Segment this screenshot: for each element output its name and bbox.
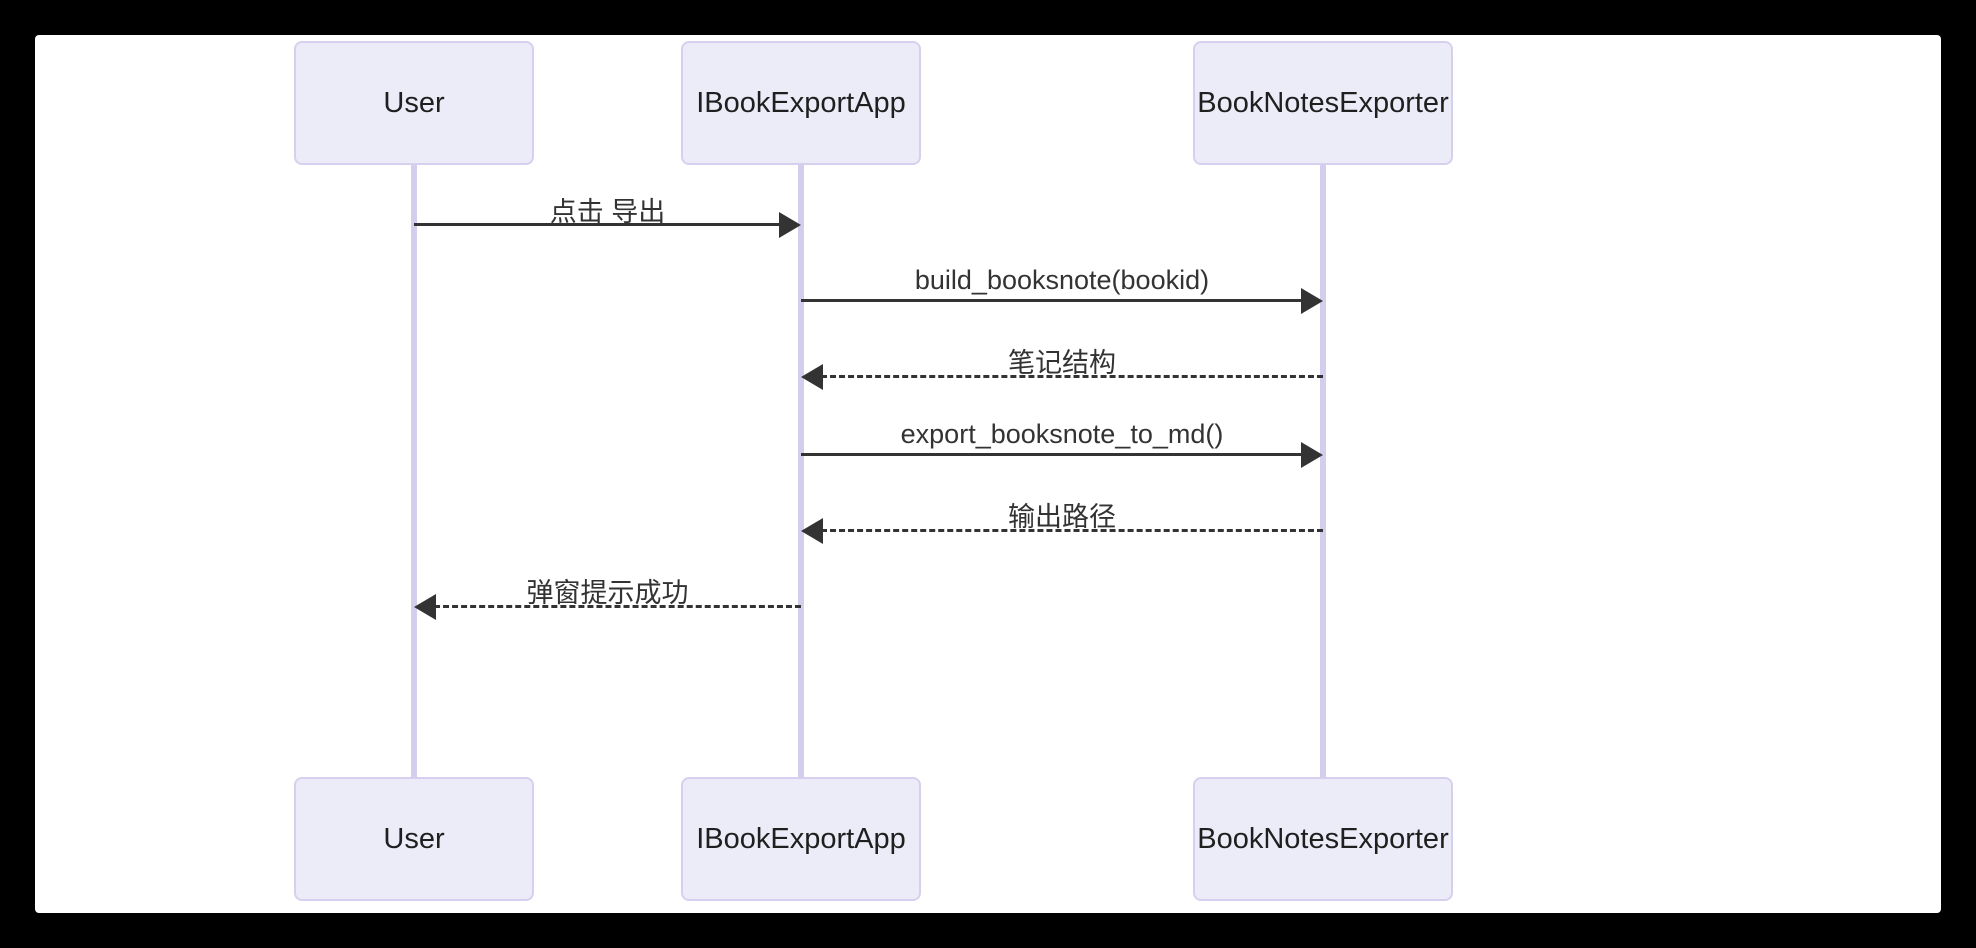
message-line-6	[434, 605, 801, 608]
participant-top-exporter[interactable]: BookNotesExporter	[1193, 41, 1453, 165]
lifeline-exporter	[1320, 165, 1326, 777]
message-arrowhead-4	[1301, 442, 1323, 468]
message-label-3: 笔记结构	[1008, 348, 1116, 378]
participant-top-user[interactable]: User	[294, 41, 534, 165]
lifeline-app	[798, 165, 804, 777]
participant-bottom-app[interactable]: IBookExportApp	[681, 777, 921, 901]
lifeline-user	[411, 165, 417, 777]
message-arrowhead-1	[779, 212, 801, 238]
message-label-2: build_booksnote(bookid)	[914, 265, 1210, 295]
message-line-5	[821, 529, 1323, 532]
message-line-3	[821, 375, 1323, 378]
message-line-2	[801, 299, 1303, 302]
message-label-5: 输出路径	[1008, 502, 1116, 532]
participant-top-app[interactable]: IBookExportApp	[681, 41, 921, 165]
message-label-1: 点击 导出	[549, 197, 666, 227]
message-label-4: export_booksnote_to_md()	[900, 419, 1224, 449]
participant-bottom-exporter[interactable]: BookNotesExporter	[1193, 777, 1453, 901]
diagram-frame: 点击 导出 build_booksnote(bookid) 笔记结构 export_b…	[35, 35, 1941, 913]
message-arrowhead-6	[414, 594, 436, 620]
sequence-diagram-canvas: 点击 导出 build_booksnote(bookid) 笔记结构 export_b…	[35, 35, 1941, 913]
message-line-4	[801, 453, 1303, 456]
message-line-1	[414, 223, 781, 226]
message-label-6: 弹窗提示成功	[526, 578, 689, 608]
message-arrowhead-5	[801, 518, 823, 544]
message-arrowhead-2	[1301, 288, 1323, 314]
participant-bottom-user[interactable]: User	[294, 777, 534, 901]
message-arrowhead-3	[801, 364, 823, 390]
